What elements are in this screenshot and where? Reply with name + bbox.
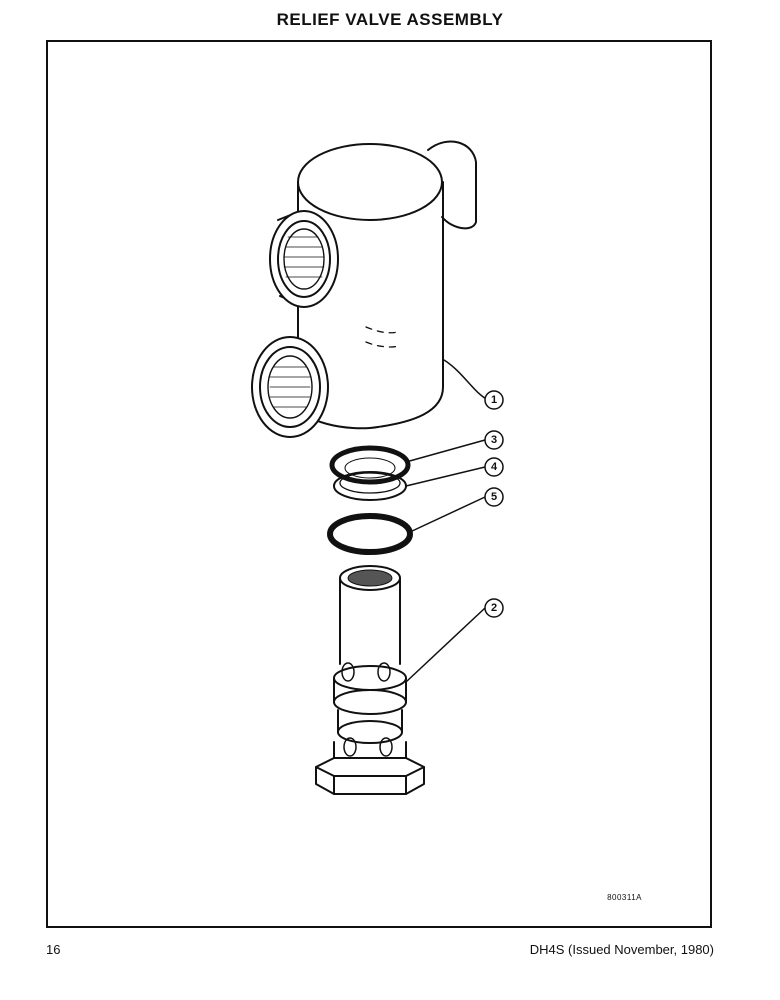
- relief-valve-exploded-view: 1 3 4 5 2: [251, 140, 504, 795]
- callout-2: [484, 598, 504, 618]
- callout-5-label: 5: [491, 491, 497, 503]
- callout-3-label: 3: [491, 434, 497, 446]
- drawing-number: 800311A: [607, 893, 642, 902]
- callout-leaders: [405, 359, 489, 683]
- callout-1-label: 1: [491, 394, 497, 406]
- callout-2-label: 2: [491, 602, 497, 614]
- valve-cartridge-part-2: [315, 565, 425, 795]
- callout-5: [484, 487, 504, 507]
- callout-4: [484, 457, 504, 477]
- publication-info: DH4S (Issued November, 1980): [529, 942, 714, 957]
- callout-balloons: [484, 390, 504, 618]
- o-ring-part-5: [327, 513, 413, 555]
- callout-3: [484, 430, 504, 450]
- callout-1: [484, 390, 504, 410]
- figure-frame: 1 3 4 5 2 800311A: [46, 40, 712, 928]
- page-title: RELIEF VALVE ASSEMBLY: [276, 10, 504, 29]
- valve-body-part-1: [251, 140, 477, 438]
- seal-ring-part-3: [329, 445, 411, 485]
- backup-washer-part-4: [333, 471, 407, 501]
- callout-4-label: 4: [491, 461, 498, 473]
- page-number: 16: [46, 942, 61, 957]
